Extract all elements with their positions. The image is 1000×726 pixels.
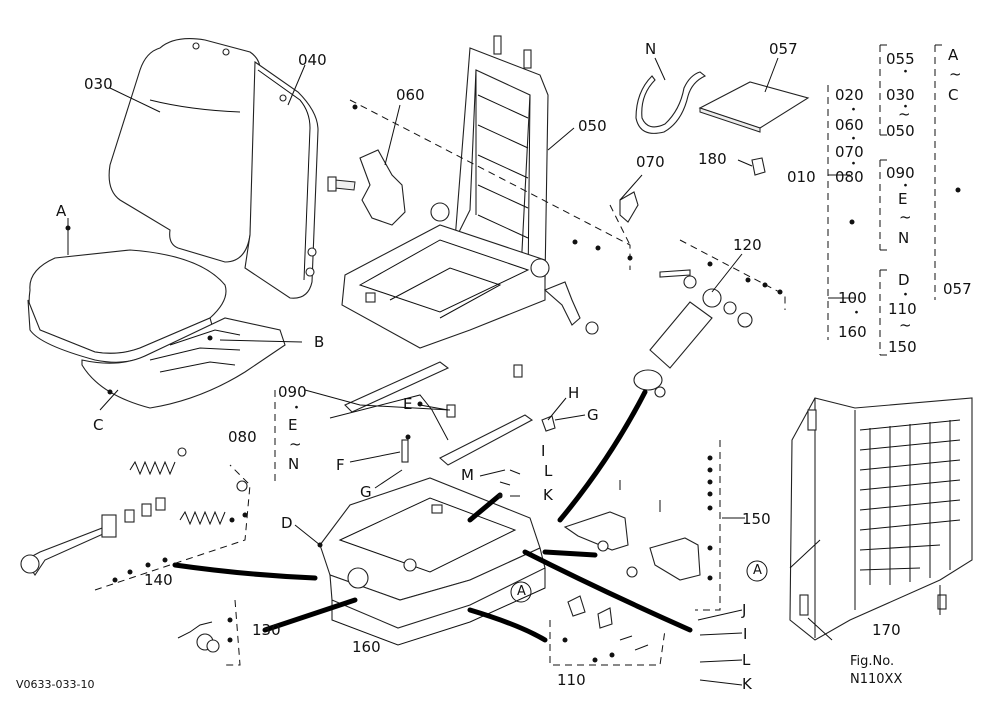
cable-tie bbox=[635, 71, 707, 134]
callout-m: M bbox=[461, 466, 474, 484]
bom-dot-3: ・ bbox=[847, 157, 861, 172]
reference-a-right: A bbox=[753, 563, 762, 578]
callout-070: 070 bbox=[636, 153, 665, 171]
fig-label: Fig.No. bbox=[850, 654, 895, 669]
bom-110: 110 bbox=[888, 300, 917, 318]
callout-060: 060 bbox=[396, 86, 425, 104]
callout-120: 120 bbox=[733, 236, 762, 254]
bom-070: 070 bbox=[835, 143, 864, 161]
bom-a: A bbox=[948, 46, 959, 64]
bom-055: 055 bbox=[886, 50, 915, 68]
callout-040: 040 bbox=[298, 51, 327, 69]
bom-030: 030 bbox=[886, 86, 915, 104]
callout-d: D bbox=[281, 514, 293, 532]
callout-140: 140 bbox=[144, 571, 173, 589]
callout-h: H bbox=[568, 384, 580, 402]
callout-e-mid: E bbox=[403, 395, 413, 413]
bom-dot-1: ・ bbox=[847, 103, 861, 118]
bom-020: 020 bbox=[835, 86, 864, 104]
callout-b: B bbox=[314, 333, 325, 351]
bom-060: 060 bbox=[835, 116, 864, 134]
seat-belt bbox=[327, 149, 406, 226]
brackets-110 bbox=[567, 595, 649, 651]
bom-100: 100 bbox=[838, 289, 867, 307]
clip-180 bbox=[751, 157, 766, 176]
parts-130 bbox=[177, 621, 220, 653]
thick-arrows bbox=[172, 389, 693, 643]
callout-150: 150 bbox=[742, 510, 771, 528]
callout-i-low: I bbox=[743, 625, 748, 643]
reference-circle-a-right bbox=[746, 560, 768, 582]
slide-rails bbox=[329, 361, 556, 466]
bom-160: 160 bbox=[838, 323, 867, 341]
callout-180: 180 bbox=[698, 150, 727, 168]
reference-circle-a-mid bbox=[510, 581, 532, 603]
bom-e: E bbox=[898, 190, 908, 208]
seat-frame bbox=[341, 35, 550, 349]
bom-090: 090 bbox=[886, 164, 915, 182]
callout-g-left: G bbox=[360, 483, 372, 501]
callout-130: 130 bbox=[252, 621, 281, 639]
bom-dot-5: ・ bbox=[899, 65, 913, 80]
callout-a-seat: A bbox=[56, 202, 67, 220]
shock-absorber bbox=[633, 269, 753, 398]
bom-dot-4: ・ bbox=[899, 100, 913, 115]
bom-tilde-3: ~ bbox=[899, 208, 912, 226]
fastener-dots bbox=[65, 104, 961, 663]
bom-n: N bbox=[898, 229, 910, 247]
bom-d: D bbox=[898, 271, 910, 289]
bom-dot-8: ・ bbox=[899, 288, 913, 303]
callout-g-right: G bbox=[587, 406, 599, 424]
bom-dot-6: ・ bbox=[899, 179, 913, 194]
callout-f: F bbox=[336, 456, 345, 474]
callout-050: 050 bbox=[578, 117, 607, 135]
callout-i-mid: I bbox=[541, 442, 546, 460]
callout-057-top: 057 bbox=[769, 40, 798, 58]
fig-number: N110XX bbox=[850, 672, 903, 687]
spring-set bbox=[20, 447, 248, 576]
bom-057: 057 bbox=[943, 280, 972, 298]
callout-170: 170 bbox=[872, 621, 901, 639]
bom-c: C bbox=[948, 86, 959, 104]
brackets-150 bbox=[563, 480, 701, 581]
bom-dot-7: ・ bbox=[850, 306, 864, 321]
callout-030: 030 bbox=[84, 75, 113, 93]
callout-080-left: 080 bbox=[228, 428, 257, 446]
dashed-groups bbox=[94, 44, 945, 666]
bom-010: 010 bbox=[787, 168, 816, 186]
group-e-left: E bbox=[288, 416, 298, 434]
callout-160: 160 bbox=[352, 638, 381, 656]
leader-lines bbox=[67, 57, 941, 686]
bom-tilde-4: ~ bbox=[899, 316, 912, 334]
bom-dot-2: ・ bbox=[847, 132, 861, 147]
cab-panel bbox=[789, 397, 973, 641]
seat-back-cushion bbox=[108, 38, 319, 299]
callout-l-mid: L bbox=[544, 462, 553, 480]
callout-090-left: 090 bbox=[278, 383, 307, 401]
suspension-base bbox=[319, 477, 546, 646]
callout-k-low: K bbox=[742, 675, 752, 693]
callout-j: J bbox=[742, 601, 747, 619]
callout-110: 110 bbox=[557, 671, 586, 689]
bom-050: 050 bbox=[886, 122, 915, 140]
label-sheet bbox=[698, 81, 810, 133]
bom-tilde-2: ~ bbox=[949, 65, 962, 83]
group-n-left: N bbox=[288, 455, 300, 473]
callout-l-low: L bbox=[742, 651, 751, 669]
drawing-code: V0633-033-10 bbox=[16, 678, 95, 691]
reference-a-mid: A bbox=[517, 584, 526, 599]
lever-070 bbox=[543, 191, 639, 335]
bom-080: 080 bbox=[835, 168, 864, 186]
callout-c: C bbox=[93, 416, 104, 434]
group-dot-left: ・ bbox=[290, 401, 304, 416]
bom-tilde-1: ~ bbox=[898, 105, 911, 123]
group-tilde-left: ~ bbox=[289, 435, 302, 453]
bom-150: 150 bbox=[888, 338, 917, 356]
callout-k-mid: K bbox=[543, 486, 553, 504]
seat-cushion bbox=[27, 249, 286, 409]
callout-n-top: N bbox=[645, 40, 657, 58]
